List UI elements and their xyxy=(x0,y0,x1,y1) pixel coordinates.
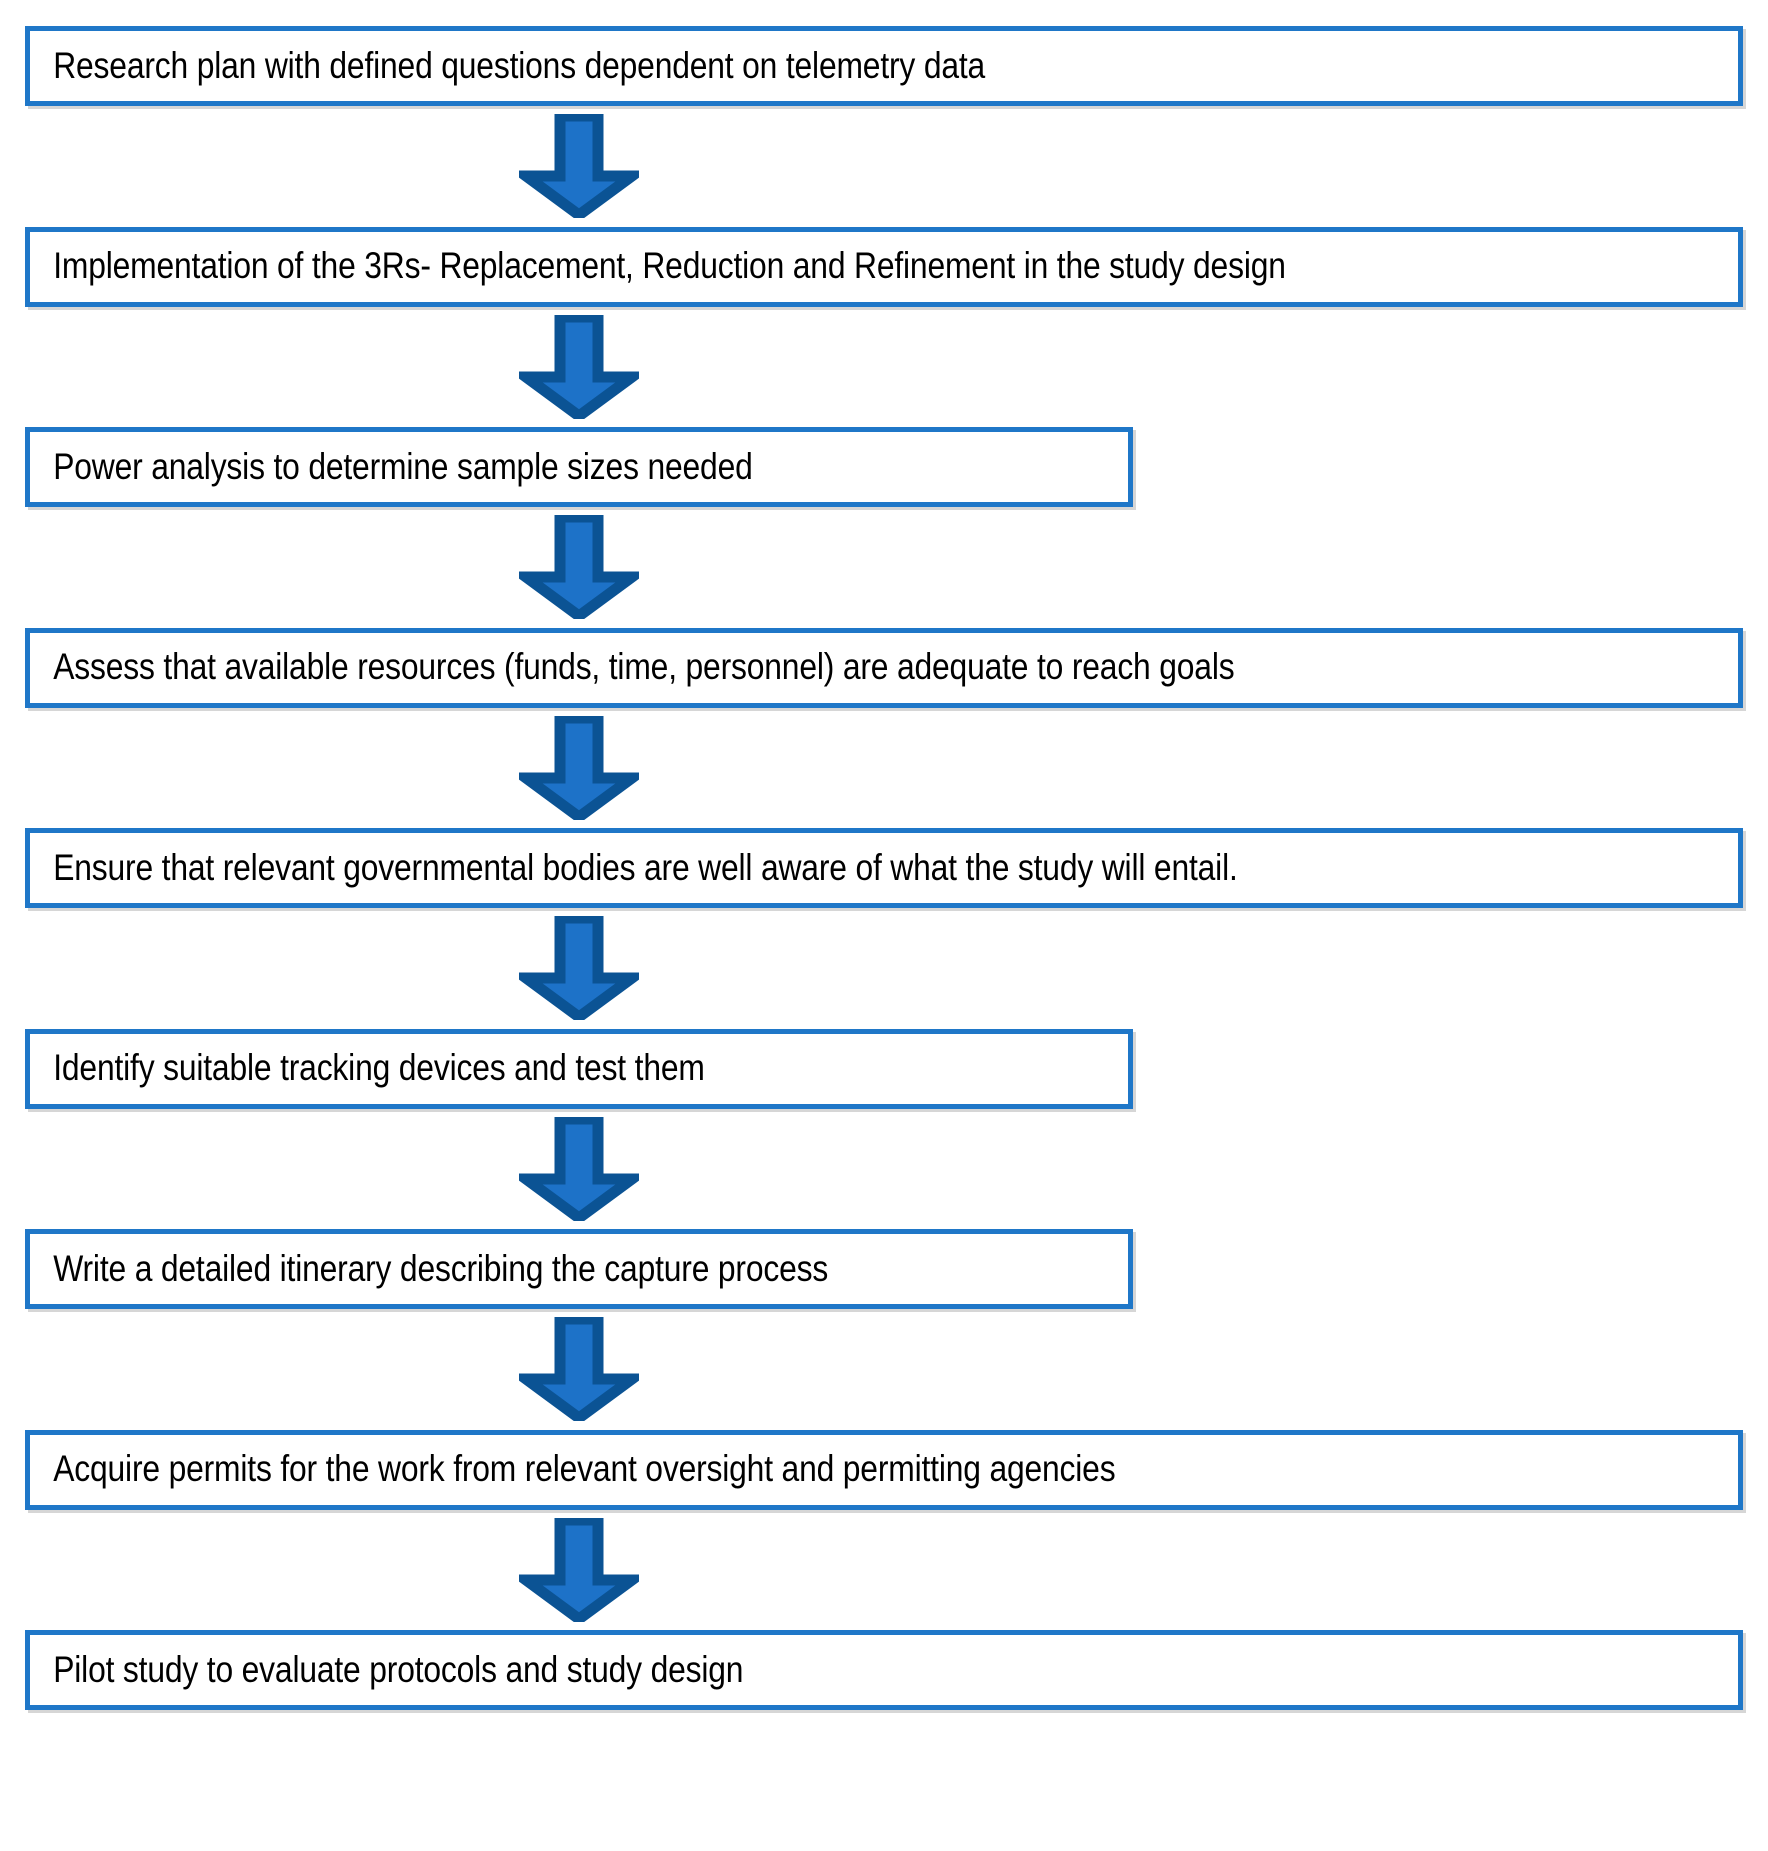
down-arrow-icon-3 xyxy=(519,515,639,620)
down-arrow-icon-1 xyxy=(519,114,639,219)
down-arrow-icon-5 xyxy=(519,916,639,1021)
flow-step-label-5: Ensure that relevant governmental bodies… xyxy=(53,846,1238,888)
flow-step-box-9[interactable]: Pilot study to evaluate protocols and st… xyxy=(25,1630,1743,1710)
flow-step-label-9: Pilot study to evaluate protocols and st… xyxy=(53,1648,744,1690)
flow-step-label-4: Assess that available resources (funds, … xyxy=(53,646,1235,688)
flow-step-box-4[interactable]: Assess that available resources (funds, … xyxy=(25,627,1743,708)
down-arrow-icon-2 xyxy=(519,314,639,419)
flow-step-box-7[interactable]: Write a detailed itinerary describing th… xyxy=(25,1229,1133,1309)
down-arrow-icon-7 xyxy=(519,1317,639,1422)
flow-step-box-6[interactable]: Identify suitable tracking devices and t… xyxy=(25,1028,1133,1109)
flow-step-box-3[interactable]: Power analysis to determine sample sizes… xyxy=(25,427,1133,507)
flow-step-label-7: Write a detailed itinerary describing th… xyxy=(53,1247,829,1289)
flow-step-label-8: Acquire permits for the work from releva… xyxy=(53,1448,1116,1490)
flow-step-box-2[interactable]: Implementation of the 3Rs- Replacement, … xyxy=(25,226,1743,307)
down-arrow-icon-8 xyxy=(519,1517,639,1622)
flow-step-label-3: Power analysis to determine sample sizes… xyxy=(53,445,753,487)
down-arrow-icon-6 xyxy=(519,1116,639,1221)
flow-step-label-6: Identify suitable tracking devices and t… xyxy=(53,1047,705,1089)
flow-step-box-1[interactable]: Research plan with defined questions dep… xyxy=(25,26,1743,106)
flow-step-label-2: Implementation of the 3Rs- Replacement, … xyxy=(53,245,1286,287)
flow-step-box-8[interactable]: Acquire permits for the work from releva… xyxy=(25,1429,1743,1510)
flow-step-label-1: Research plan with defined questions dep… xyxy=(53,44,986,86)
down-arrow-icon-4 xyxy=(519,715,639,820)
flow-step-box-5[interactable]: Ensure that relevant governmental bodies… xyxy=(25,828,1743,908)
